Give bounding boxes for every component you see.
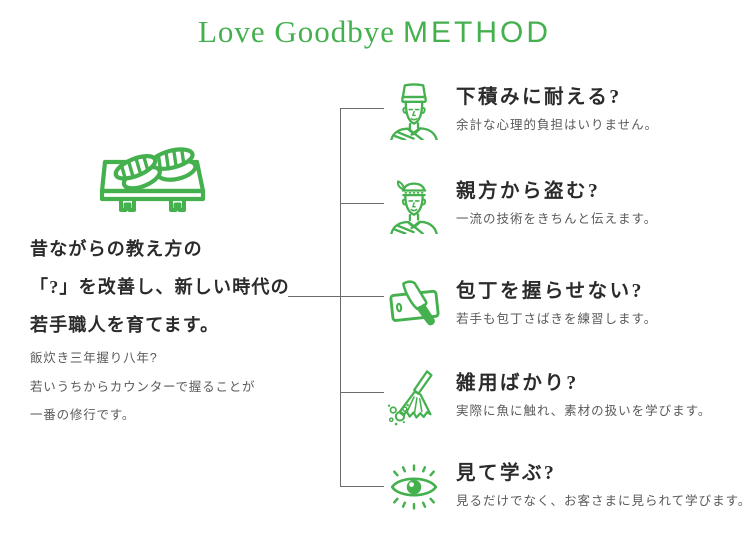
left-headline: 昔ながらの教え方の 「?」を改善し、新しい時代の 若手職人を育てます。 (30, 230, 290, 344)
item-desc: 一流の技術をきちんと伝えます。 (456, 212, 658, 226)
headline-line: 若手職人を育てます。 (30, 315, 220, 335)
broom-icon (387, 370, 433, 426)
method-item-1: 下積みに耐える? 余計な心理的負担はいりません。 (385, 82, 658, 140)
note-line: 一番の修行です。 (30, 408, 136, 422)
headline-line: 昔ながらの教え方の (30, 239, 203, 259)
connector-vertical-line (340, 108, 341, 487)
item-title: 親方から盗む? (456, 181, 601, 202)
item-desc: 実際に魚に触れ、素材の扱いを学びます。 (456, 404, 712, 418)
item-desc: 若手も包丁さばきを練習します。 (456, 312, 658, 326)
eye-icon (390, 464, 438, 510)
method-item-5: 見て学ぶ? 見るだけでなく、お客さまに見られて学びます。 (385, 458, 749, 516)
note-line: 若いうちからカウンターで握ることが (30, 379, 256, 394)
headline-line: 「?」を改善し、新しい時代の (30, 277, 290, 297)
knife-cutting-board-icon (389, 280, 440, 326)
connector-branch-4 (340, 392, 384, 393)
item-title: 見て学ぶ? (456, 463, 557, 484)
left-note: 飯炊き三年握り八年? 若いうちからカウンターで握ることが 一番の修行です。 (30, 344, 255, 430)
item-title: 雑用ばかり? (456, 373, 579, 394)
method-item-3: 包丁を握らせない? 若手も包丁さばきを練習します。 (385, 276, 657, 334)
connector-branch-5 (340, 486, 384, 487)
sushi-icon (99, 146, 206, 212)
item-desc: 見るだけでなく、お客さまに見られて学びます。 (456, 494, 749, 508)
connector-branch-1 (340, 108, 384, 109)
sushi-chef-icon (390, 83, 438, 140)
connector-branch-3 (288, 296, 384, 297)
chef-headband-icon (390, 180, 438, 234)
connector-branch-2 (340, 203, 384, 204)
method-item-2: 親方から盗む? 一流の技術をきちんと伝えます。 (385, 176, 657, 234)
item-title: 包丁を握らせない? (456, 281, 644, 302)
method-item-4: 雑用ばかり? 実際に魚に触れ、素材の扱いを学びます。 (385, 368, 711, 426)
title-love-goodbye: Love Goodbye (197, 14, 396, 49)
note-line: 飯炊き三年握り八年? (30, 351, 158, 365)
title-method: METHOD (403, 16, 552, 49)
item-title: 下積みに耐える? (456, 87, 622, 108)
item-desc: 余計な心理的負担はいりません。 (456, 118, 659, 132)
